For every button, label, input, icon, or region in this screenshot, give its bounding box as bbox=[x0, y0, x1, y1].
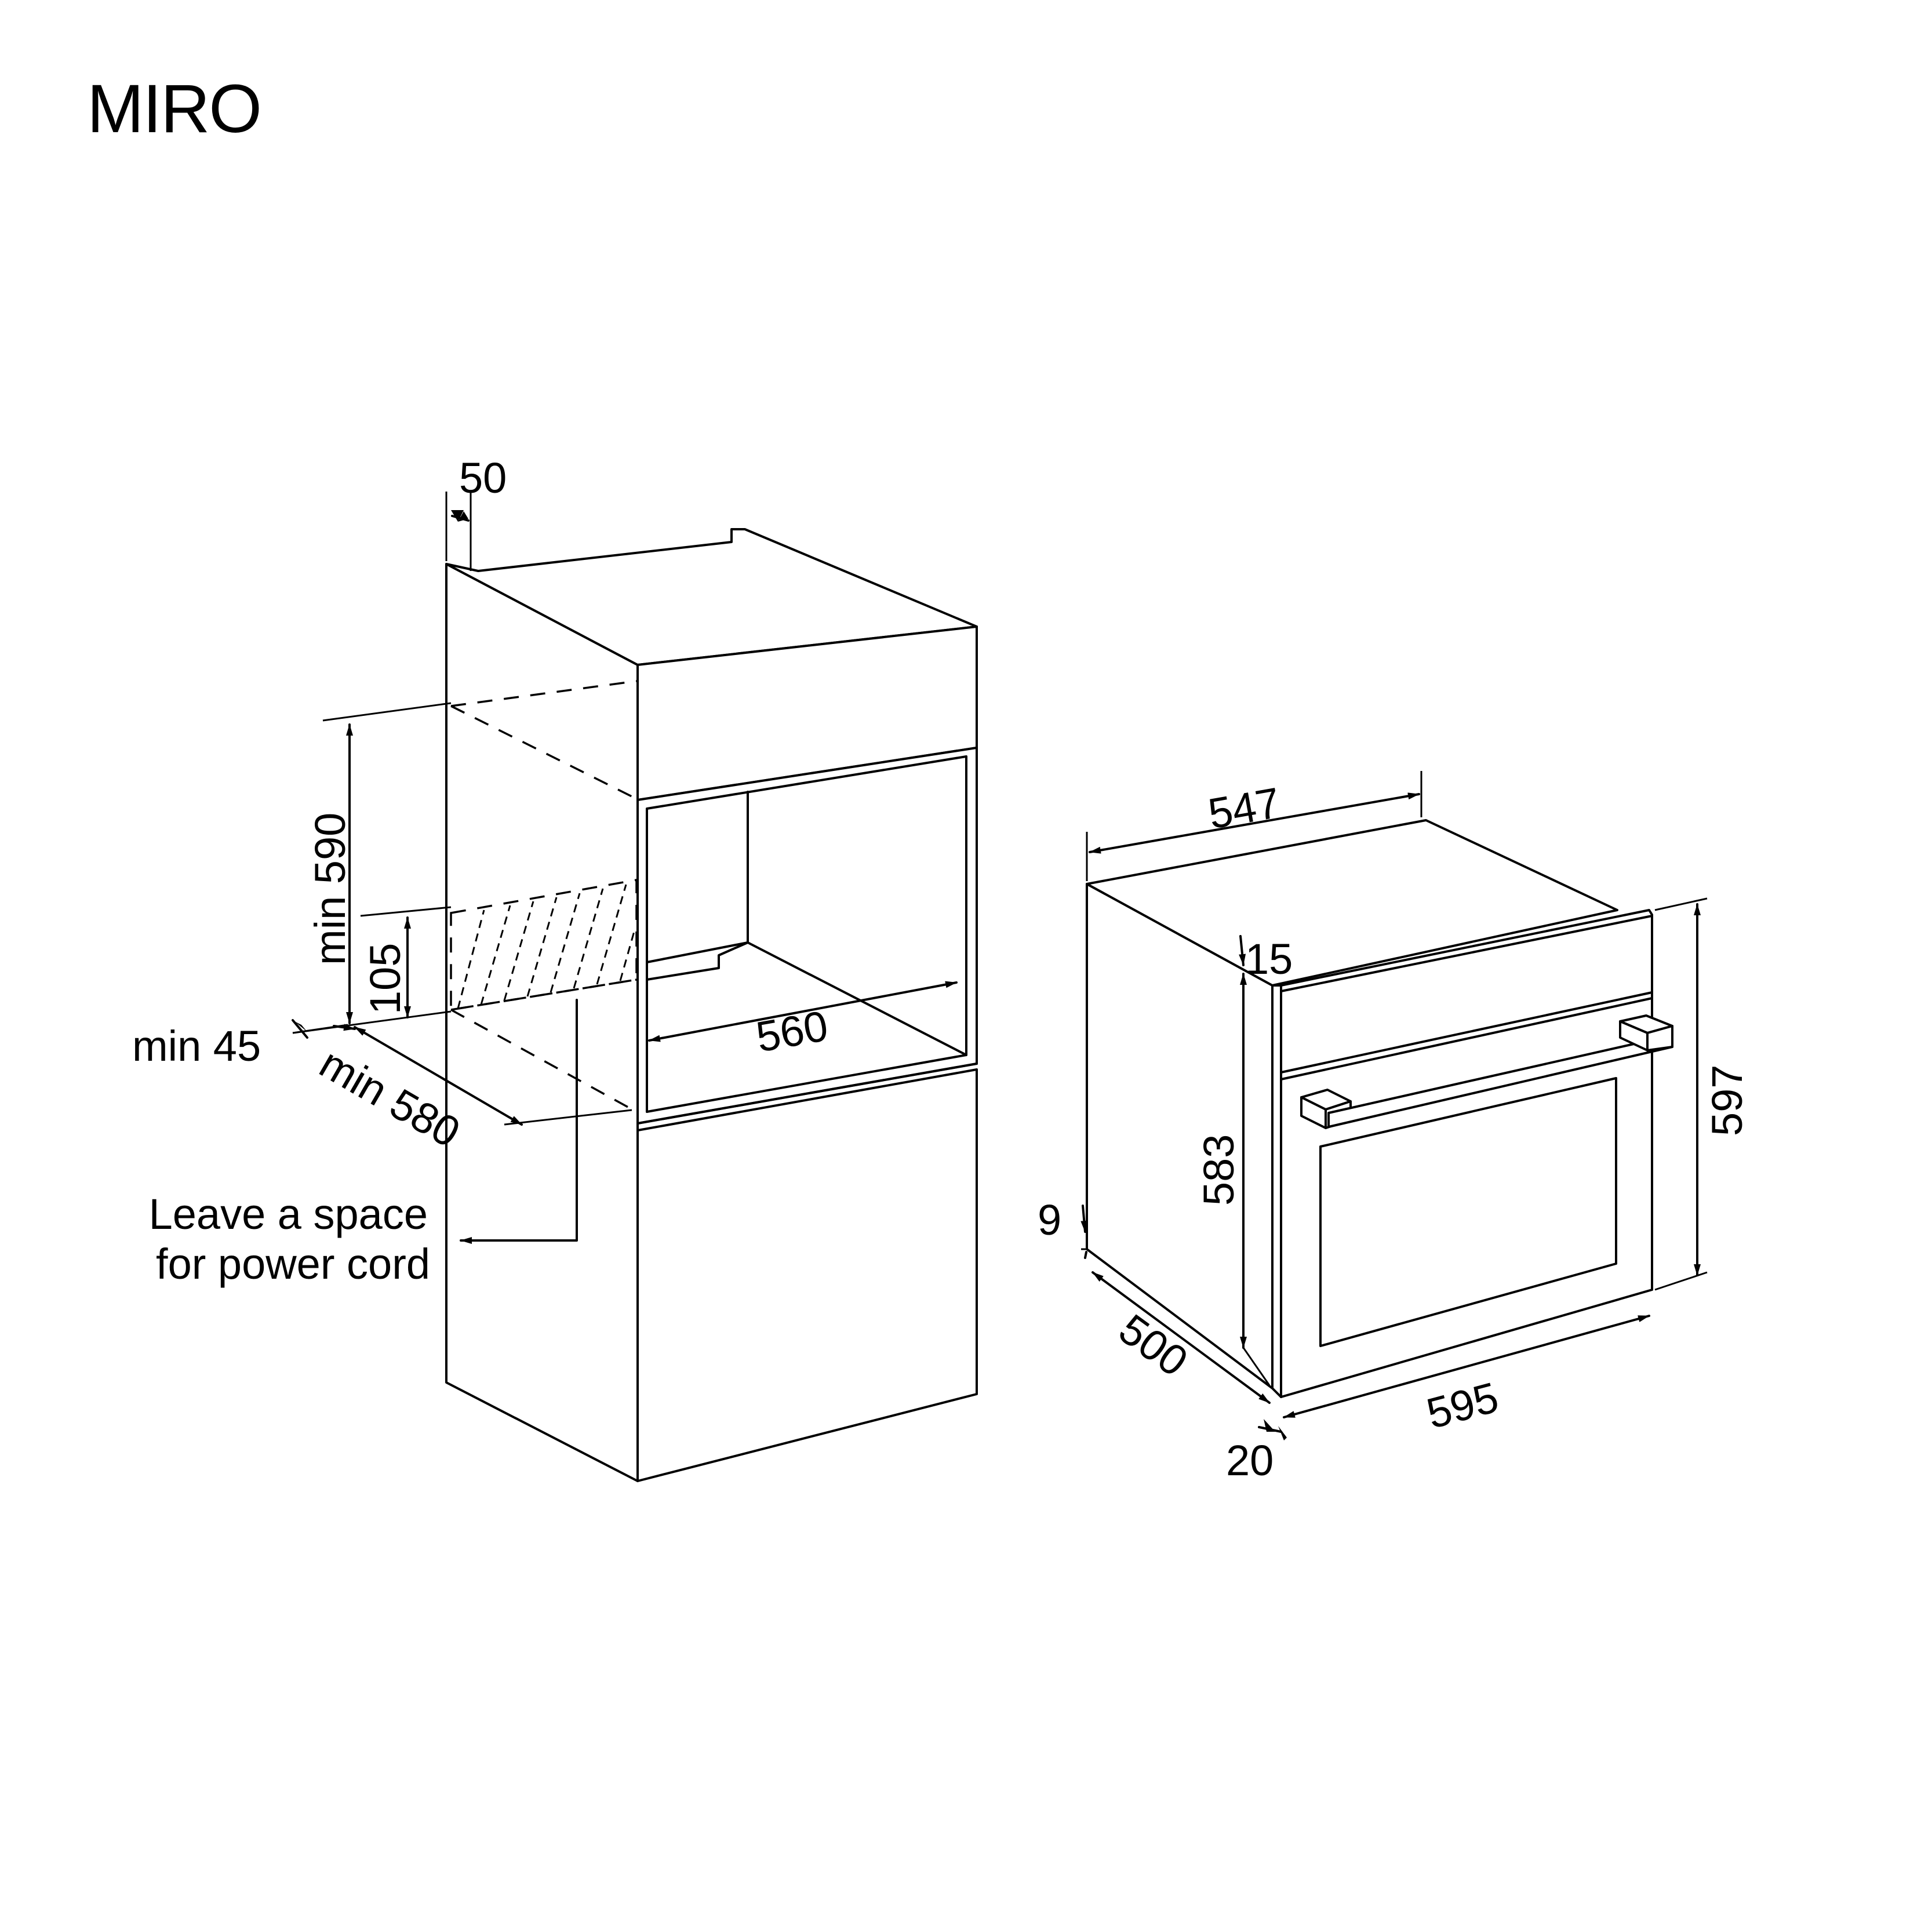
power-cord-note-line1: Leave a space bbox=[149, 1190, 428, 1238]
dim-niche-depth: min 580 bbox=[312, 1039, 468, 1157]
dim-body-width: 547 bbox=[1205, 778, 1283, 838]
oven-door-window bbox=[1319, 1077, 1617, 1347]
dim-front-height: 597 bbox=[1703, 1065, 1751, 1136]
dim-top-gap: 50 bbox=[459, 454, 507, 502]
page-title: MIRO bbox=[87, 71, 262, 147]
cabinet-lower-board bbox=[636, 1068, 978, 1482]
dim-panel-offset: 15 bbox=[1245, 935, 1293, 983]
oven-handle bbox=[1300, 1014, 1673, 1129]
ventilation-hatch bbox=[457, 884, 636, 1009]
dim-vent-height: 105 bbox=[361, 943, 409, 1014]
dim-niche-height: min 590 bbox=[306, 813, 354, 965]
dim-bottom-offset: 9 bbox=[1038, 1196, 1061, 1244]
power-cord-note-line2: for power cord bbox=[156, 1240, 430, 1288]
dim-body-height: 583 bbox=[1195, 1134, 1243, 1206]
oven-drawing: 547 15 583 597 9 500 20 595 bbox=[1038, 771, 1751, 1485]
cabinet-drawing: 50 min 590 105 560 min 45 min 580 Leave … bbox=[132, 454, 978, 1482]
dim-front-thickness: 20 bbox=[1226, 1436, 1274, 1485]
dim-front-width: 595 bbox=[1422, 1373, 1504, 1438]
cabinet-niche bbox=[646, 755, 967, 1113]
dim-front-gap: min 45 bbox=[132, 1022, 261, 1070]
